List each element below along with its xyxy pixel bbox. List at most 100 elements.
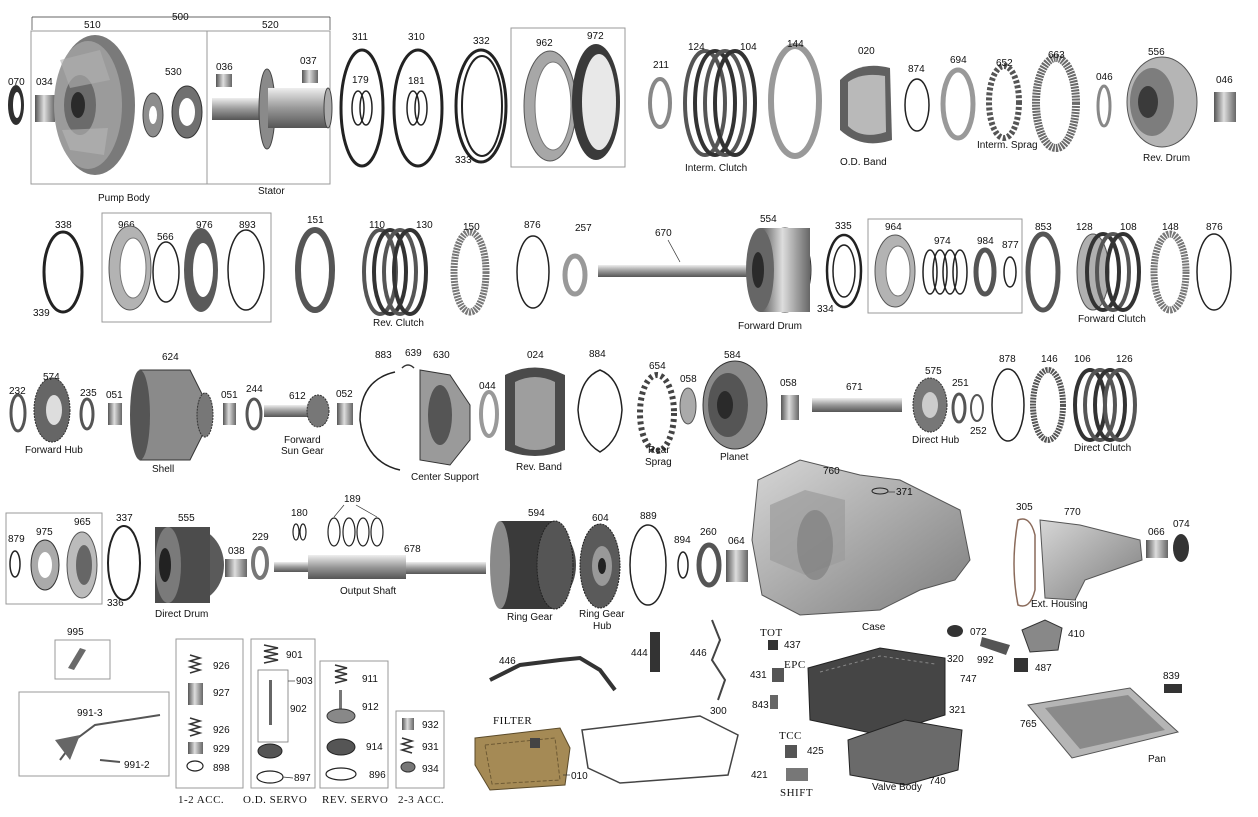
label-332: 332 <box>473 36 490 47</box>
label-305: 305 <box>1016 502 1033 513</box>
piston-box-965 <box>5 512 103 605</box>
part-066-bushing <box>1146 540 1168 558</box>
label-976: 976 <box>196 220 213 231</box>
part-883-snap-ring <box>359 371 401 471</box>
part-931-spring <box>399 737 415 754</box>
label-901: 901 <box>286 650 303 661</box>
label-052: 052 <box>336 389 353 400</box>
part-229-washer <box>251 546 269 580</box>
label-678: 678 <box>404 544 421 555</box>
part-128-108-forward-clutch <box>1076 232 1141 312</box>
label-421: 421 <box>751 770 768 781</box>
label-639: 639 <box>405 348 422 359</box>
part-410-sensor <box>1021 619 1063 653</box>
part-051-bushing-b <box>223 403 236 425</box>
part-106-126-direct-clutch <box>1073 368 1137 442</box>
part-064-bushing <box>726 550 748 582</box>
caption-rear-sprag-2: Sprag <box>645 457 672 468</box>
label-574: 574 <box>43 372 60 383</box>
part-046-bushing-b <box>1214 92 1236 122</box>
part-232-washer <box>9 393 27 433</box>
part-612-forward-sun-gear <box>264 394 330 428</box>
label-876b: 876 <box>1206 222 1223 233</box>
part-694-plate <box>940 67 976 141</box>
label-884: 884 <box>589 349 606 360</box>
part-servo-piston-od <box>257 743 283 759</box>
part-604-ring-gear-hub <box>579 523 621 609</box>
label-146: 146 <box>1041 354 1058 365</box>
part-058-bushing-b <box>781 395 799 420</box>
label-180: 180 <box>291 508 308 519</box>
part-926-spring-a <box>187 654 203 674</box>
label-144: 144 <box>787 39 804 50</box>
label-151: 151 <box>307 215 324 226</box>
box-2-3-acc <box>395 710 445 789</box>
part-444-connector <box>650 632 660 672</box>
part-912-servo-piston <box>326 690 356 724</box>
label-760: 760 <box>823 466 840 477</box>
part-556-rev-drum <box>1126 56 1198 148</box>
label-554: 554 <box>760 214 777 225</box>
caption-center-support: Center Support <box>411 472 479 483</box>
caption-rev-clutch: Rev. Clutch <box>373 318 424 329</box>
caption-rev-servo: REV. SERVO <box>322 794 388 806</box>
part-051-bushing-a <box>108 403 122 425</box>
label-911: 911 <box>362 674 378 685</box>
caption-forward-clutch: Forward Clutch <box>1078 314 1146 325</box>
label-064: 064 <box>728 536 745 547</box>
part-311-ring <box>339 48 385 168</box>
part-903-servo-assembly <box>257 669 289 743</box>
piston-box-966 <box>101 212 272 323</box>
part-898-snap-ring <box>186 760 204 772</box>
label-104: 104 <box>740 42 757 53</box>
label-995: 995 <box>67 627 84 638</box>
part-874-snap-ring <box>904 78 930 132</box>
caption-forward-hub: Forward Hub <box>25 445 83 456</box>
label-520: 520 <box>262 20 279 31</box>
label-058a: 058 <box>680 374 697 385</box>
part-975-spring <box>30 539 60 591</box>
part-740-valve-body <box>847 719 963 786</box>
part-894-snap-ring <box>677 551 689 579</box>
label-931: 931 <box>422 742 439 753</box>
label-181: 181 <box>408 76 425 87</box>
part-520-stator <box>212 68 333 150</box>
label-128: 128 <box>1076 222 1093 233</box>
label-972: 972 <box>587 31 604 42</box>
part-671-shaft <box>812 398 902 412</box>
label-072: 072 <box>970 627 987 638</box>
label-320: 320 <box>947 654 964 665</box>
part-877-snap-ring <box>1003 256 1017 288</box>
label-024: 024 <box>527 350 544 361</box>
part-889-snap-ring <box>629 524 667 606</box>
label-853: 853 <box>1035 222 1052 233</box>
label-912: 912 <box>362 702 379 713</box>
caption-forward-sun-gear-2: Sun Gear <box>281 446 324 457</box>
part-654-rear-sprag <box>637 372 677 454</box>
part-070-seal <box>8 85 24 125</box>
part-652-sprag <box>986 63 1022 141</box>
label-371: 371 <box>896 487 913 498</box>
label-765: 765 <box>1020 719 1037 730</box>
label-926b: 926 <box>213 725 230 736</box>
part-110-130-rev-clutch <box>362 228 428 316</box>
caption-pan: Pan <box>1148 754 1166 765</box>
part-244-washer <box>245 397 263 431</box>
part-024-rev-band <box>505 367 565 456</box>
part-179-rings <box>351 90 373 126</box>
label-566: 566 <box>157 232 174 243</box>
caption-filter: FILTER <box>493 715 532 727</box>
part-431-epc-solenoid <box>772 668 784 682</box>
label-252: 252 <box>970 426 987 437</box>
part-966-piston <box>108 225 152 311</box>
label-051a: 051 <box>106 390 123 401</box>
part-929-cap <box>188 742 203 754</box>
row-4: 879 975 965 337 336 555 Direct Drum 038 … <box>5 459 1190 633</box>
part-421-shift-solenoid <box>786 768 808 781</box>
box-991 <box>18 691 170 777</box>
part-843-filter <box>770 695 778 709</box>
label-770: 770 <box>1064 507 1081 518</box>
part-530-pump-gears <box>142 85 203 139</box>
part-151-plate <box>295 227 335 313</box>
label-437: 437 <box>784 640 801 651</box>
